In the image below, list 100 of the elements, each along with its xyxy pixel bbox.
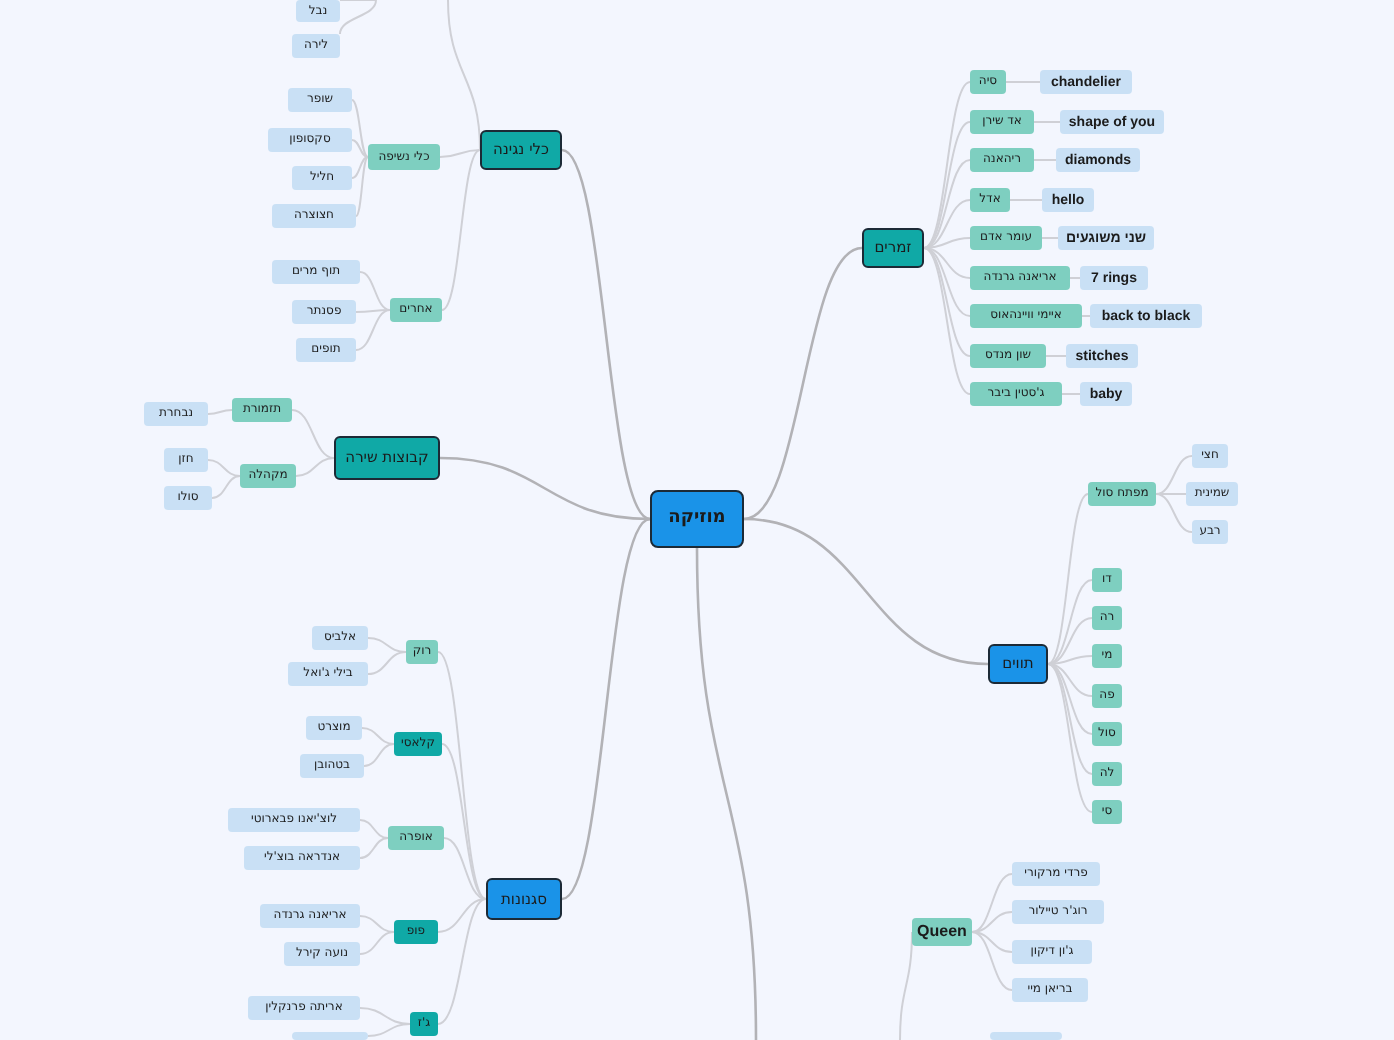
main-topic-box bbox=[480, 130, 562, 170]
connector-line bbox=[207, 459, 241, 477]
leaf-topic-box bbox=[164, 486, 212, 510]
connector-line bbox=[351, 156, 369, 179]
connector-line bbox=[355, 309, 391, 351]
connector-line bbox=[923, 247, 971, 395]
subtopic-box bbox=[1092, 568, 1122, 592]
connector-line bbox=[367, 651, 407, 675]
subtopic-box bbox=[970, 226, 1042, 250]
leaf-topic-box bbox=[228, 808, 360, 832]
subtopic-box bbox=[410, 1012, 438, 1036]
leaf-topic-box bbox=[306, 716, 362, 740]
subtopic-box bbox=[388, 826, 444, 850]
connector-line bbox=[359, 931, 395, 955]
subtopic-box bbox=[970, 148, 1034, 172]
connector-line bbox=[743, 517, 989, 666]
subtopic-box bbox=[1092, 606, 1122, 630]
connector-line bbox=[359, 837, 389, 859]
connector-line bbox=[367, 1023, 411, 1037]
connector-line bbox=[743, 246, 863, 521]
connector-line bbox=[351, 139, 369, 158]
leaf-topic-box bbox=[1080, 266, 1148, 290]
connector-line bbox=[1047, 663, 1093, 697]
connector-line bbox=[1069, 277, 1081, 279]
leaf-topic-box bbox=[292, 34, 340, 58]
leaf-topic-box bbox=[1186, 482, 1238, 506]
subtopic-box bbox=[912, 918, 972, 946]
leaf-topic-box bbox=[1012, 978, 1088, 1002]
connector-line bbox=[1005, 81, 1041, 83]
main-topic-box bbox=[988, 644, 1048, 684]
connector-line bbox=[971, 911, 1013, 933]
connector-line bbox=[1047, 663, 1093, 735]
connector-line bbox=[923, 247, 971, 357]
connector-line bbox=[1155, 493, 1193, 533]
main-topic-box bbox=[862, 228, 924, 268]
subtopic-box bbox=[390, 298, 442, 322]
subtopic-box bbox=[394, 920, 438, 944]
connector-line bbox=[695, 547, 758, 1040]
connector-line bbox=[971, 931, 1013, 953]
connector-line bbox=[439, 149, 481, 158]
connector-line bbox=[291, 409, 335, 459]
leaf-topic-box bbox=[1060, 110, 1164, 134]
subtopic-box bbox=[1092, 722, 1122, 746]
connector-line bbox=[561, 517, 651, 901]
subtopic-box bbox=[1092, 762, 1122, 786]
subtopic-box bbox=[368, 144, 440, 170]
connector-line bbox=[1047, 663, 1093, 813]
leaf-topic-box bbox=[288, 88, 352, 112]
leaf-topic-box bbox=[1042, 188, 1094, 212]
connector-line bbox=[1047, 493, 1089, 665]
connector-line bbox=[443, 837, 487, 900]
connector-line bbox=[211, 475, 241, 499]
topic-label: Queen bbox=[917, 924, 967, 940]
leaf-topic-box bbox=[1192, 444, 1228, 468]
subtopic-box bbox=[1092, 800, 1122, 824]
connector-line bbox=[441, 149, 481, 311]
connector-line bbox=[351, 99, 369, 158]
main-topic-box bbox=[334, 436, 440, 480]
subtopic-box bbox=[232, 398, 292, 422]
subtopic-box bbox=[1092, 644, 1122, 668]
connector-line bbox=[1061, 393, 1081, 395]
leaf-topic-box bbox=[292, 166, 352, 190]
leaf-topic-box bbox=[1090, 304, 1202, 328]
connector-line bbox=[447, 0, 481, 151]
leaf-topic-box bbox=[296, 0, 340, 22]
connector-line bbox=[207, 409, 233, 415]
leaf-topic-box bbox=[312, 626, 368, 650]
connector-line bbox=[359, 819, 389, 839]
connector-line bbox=[1047, 579, 1093, 665]
connector-line bbox=[971, 873, 1013, 933]
connector-line bbox=[361, 727, 395, 745]
subtopic-box bbox=[240, 464, 296, 488]
connector-line bbox=[367, 637, 407, 653]
subtopic-box bbox=[970, 266, 1070, 290]
leaf-topic-box bbox=[144, 402, 208, 426]
connector-line bbox=[437, 898, 487, 933]
leaf-topic-box bbox=[272, 204, 356, 228]
empty-box bbox=[990, 1032, 1062, 1040]
connector-line bbox=[439, 456, 651, 521]
leaf-topic-box bbox=[1192, 520, 1228, 544]
leaf-topic-box bbox=[288, 662, 368, 686]
subtopic-box bbox=[1088, 482, 1156, 506]
connector-line bbox=[339, 0, 377, 1]
connector-line bbox=[359, 915, 395, 933]
connector-line bbox=[437, 898, 487, 1025]
connector-line bbox=[295, 457, 335, 477]
leaf-topic-box bbox=[260, 904, 360, 928]
leaf-topic-box bbox=[244, 846, 360, 870]
subtopic-box bbox=[970, 188, 1010, 212]
connector-line bbox=[355, 309, 391, 313]
leaf-topic-box bbox=[1040, 70, 1132, 94]
connector-line bbox=[1033, 159, 1057, 161]
connector-line bbox=[1045, 355, 1067, 357]
connector-line bbox=[1081, 315, 1091, 317]
connector-line bbox=[339, 0, 377, 35]
connector-line bbox=[355, 156, 369, 217]
leaf-topic-box bbox=[1012, 940, 1092, 964]
connector-line bbox=[1033, 121, 1061, 123]
leaf-topic-box bbox=[1058, 226, 1154, 250]
subtopic-box bbox=[406, 640, 438, 664]
